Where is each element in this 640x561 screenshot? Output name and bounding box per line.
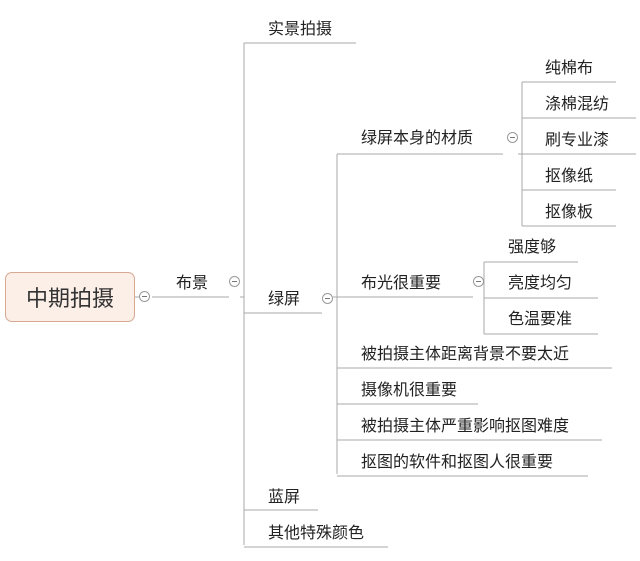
collapse-toggle-icon[interactable] (473, 276, 484, 287)
lighting-item[interactable]: 色温要准 (508, 309, 573, 328)
node-green-screen[interactable]: 绿屏 (268, 289, 301, 308)
material-item[interactable]: 抠像纸 (545, 166, 594, 185)
material-item[interactable]: 刷专业漆 (545, 130, 610, 149)
node-subject-impact[interactable]: 被拍摄主体严重影响抠图难度 (361, 416, 570, 435)
collapse-toggle-icon[interactable] (507, 132, 518, 143)
node-software[interactable]: 抠图的软件和抠图人很重要 (361, 452, 554, 471)
material-item[interactable]: 涤棉混纺 (545, 94, 610, 113)
root-node[interactable]: 中期拍摄 (5, 272, 135, 322)
collapse-toggle-icon[interactable] (139, 291, 150, 302)
node-buijing[interactable]: 布景 (176, 273, 209, 292)
lighting-item[interactable]: 亮度均匀 (508, 273, 573, 292)
material-item[interactable]: 纯棉布 (545, 58, 594, 77)
node-real-shoot[interactable]: 实景拍摄 (268, 19, 333, 38)
collapse-toggle-icon[interactable] (229, 276, 240, 287)
node-blue-screen[interactable]: 蓝屏 (268, 487, 301, 506)
collapse-toggle-icon[interactable] (322, 293, 333, 304)
node-lighting[interactable]: 布光很重要 (361, 273, 442, 292)
node-material[interactable]: 绿屏本身的材质 (361, 128, 474, 147)
material-item[interactable]: 抠像板 (545, 202, 594, 221)
node-other-colors[interactable]: 其他特殊颜色 (268, 523, 365, 542)
node-camera[interactable]: 摄像机很重要 (361, 380, 458, 399)
lighting-item[interactable]: 强度够 (508, 237, 557, 256)
node-subject-distance[interactable]: 被拍摄主体距离背景不要太近 (361, 344, 570, 363)
